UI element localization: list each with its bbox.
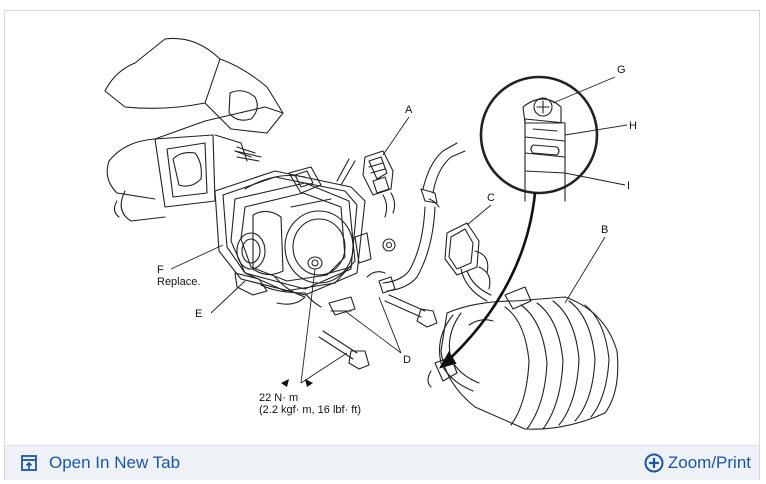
- open-in-new-tab-link[interactable]: Open In New Tab: [19, 452, 180, 474]
- gasket-f: [214, 170, 366, 296]
- torque-spec-imperial: (2.2 kgf· m, 16 lbf· ft): [259, 404, 361, 416]
- zoom-print-label: Zoom/Print: [667, 453, 751, 472]
- zoom-print-link[interactable]: Zoom/Print: [644, 452, 751, 474]
- open-in-new-tab-label: Open In New Tab: [49, 453, 181, 472]
- footer-bar: Open In New Tab Zoom/Print: [5, 445, 759, 480]
- throttle-body-diagram: A C B D E F Replace. G H I 22 N· m (2.2 …: [5, 11, 761, 443]
- callout-e: E: [195, 308, 202, 320]
- sensor-c: [444, 222, 492, 302]
- clamp-detail-circle: [479, 75, 599, 202]
- leader-lines: [170, 76, 628, 384]
- open-in-new-tab-icon: [19, 453, 39, 473]
- torque-arrow-right: [305, 379, 313, 387]
- diagram-svg: A C B D E F Replace. G H I 22 N· m (2.2 …: [104, 37, 637, 430]
- vacuum-hose: [378, 142, 466, 294]
- intake-manifold: [104, 37, 284, 222]
- callout-a: A: [405, 104, 413, 116]
- diagram-frame: A C B D E F Replace. G H I 22 N· m (2.2 …: [4, 10, 760, 480]
- connector-a: [336, 150, 396, 218]
- detail-arrow: [438, 192, 537, 369]
- callout-f: F: [157, 264, 164, 276]
- hose-clamps-d: [304, 271, 386, 316]
- callout-h: H: [629, 120, 637, 132]
- bolts: [234, 146, 438, 370]
- torque-arrow-left: [281, 379, 289, 387]
- throttle-body: [230, 166, 372, 305]
- callout-d: D: [403, 354, 411, 366]
- torque-spec-nm: 22 N· m: [259, 392, 298, 404]
- replace-note: Replace.: [157, 276, 200, 288]
- air-intake-duct: [427, 286, 619, 430]
- callout-g: G: [617, 64, 626, 76]
- callout-i: I: [627, 180, 630, 192]
- zoom-plus-icon: [644, 453, 664, 473]
- callout-b: B: [601, 224, 608, 236]
- callout-c: C: [487, 192, 495, 204]
